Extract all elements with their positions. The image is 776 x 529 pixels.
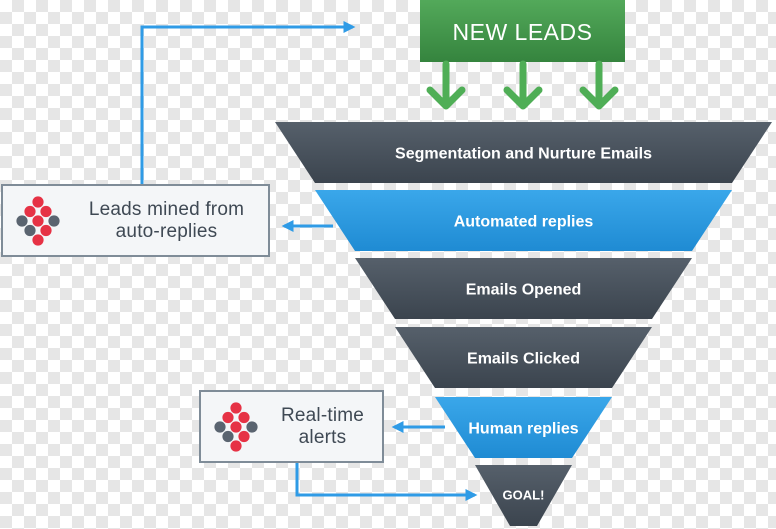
funnel-label-emails-opened: Emails Opened [466,282,582,299]
alerts-callout: Real-time alerts [199,390,384,463]
new-leads-label: NEW LEADS [453,19,593,45]
funnel-label-human-replies: Human replies [468,421,578,438]
funnel: Segmentation and Nurture Emails Automate… [275,122,772,526]
funnel-stage-emails-clicked [395,327,652,388]
connector-alerts-to-goal [295,463,478,501]
funnel-stage-segmentation [275,122,772,183]
funnel-stage-human-replies [435,397,612,458]
connector-autoreplies-to-new-leads [140,21,356,184]
funnel-stage-goal [475,465,572,526]
dots-logo-icon [214,401,258,452]
funnel-label-emails-clicked: Emails Clicked [467,351,580,368]
alerts-callout-text: Real-time alerts [280,404,365,448]
funnel-stage-automated-replies [315,190,732,251]
funnel-stage-emails-opened [355,258,692,319]
funnel-label-goal: GOAL! [503,488,545,503]
down-arrow-icon-center [503,60,543,110]
new-leads-box [420,0,625,62]
autoreplies-callout-text: Leads mined from auto-replies [88,198,245,242]
down-arrow-icon-right [579,60,619,110]
funnel-label-automated-replies: Automated replies [454,214,594,231]
dots-logo-icon [16,195,60,246]
funnel-label-segmentation: Segmentation and Nurture Emails [395,146,652,163]
autoreplies-callout: Leads mined from auto-replies [1,184,270,257]
down-arrow-icon-left [426,60,466,110]
